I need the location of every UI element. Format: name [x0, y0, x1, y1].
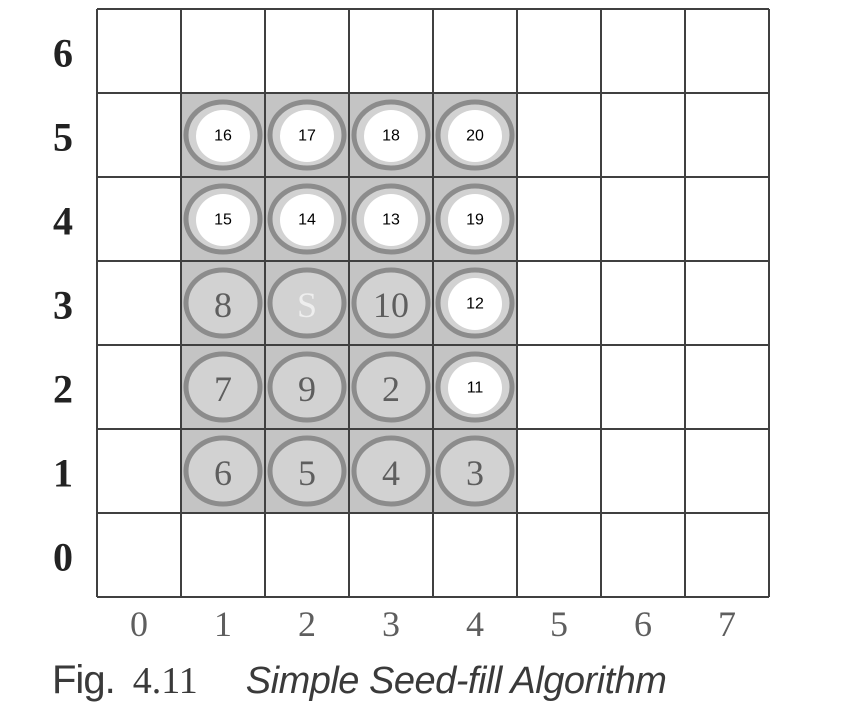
overlay-patch: [448, 110, 502, 162]
cell-marker: 16: [183, 99, 263, 171]
y-tick-label: 2: [53, 367, 73, 412]
order-label: 4: [382, 453, 400, 493]
x-tick-label: 0: [130, 604, 148, 644]
order-label: 16: [214, 128, 232, 145]
x-tick-label: 3: [382, 604, 400, 644]
y-tick-label: 3: [53, 283, 73, 328]
cell-circle: [183, 435, 263, 507]
overlay-patch: [280, 110, 334, 162]
order-label: 2: [382, 369, 400, 409]
overlay-patch: [364, 110, 418, 162]
cell-marker: 8: [183, 267, 263, 339]
order-label: 18: [382, 128, 400, 145]
x-tick-label: 7: [718, 604, 736, 644]
x-tick-label: 5: [550, 604, 568, 644]
cell-marker: 2: [351, 351, 431, 423]
overlay-patch: [196, 194, 250, 246]
y-tick-label: 4: [53, 199, 73, 244]
cell-markers: 6 5 4 3 7 9 2 11 8 S 10 12 15 14 13 19 16 17 18 20: [183, 99, 515, 507]
cell-marker: 18: [351, 99, 431, 171]
seed-label: S: [297, 285, 317, 325]
order-label: 9: [298, 369, 316, 409]
cell-marker: 9: [267, 351, 347, 423]
caption-prefix: Fig.: [52, 658, 116, 702]
order-label: 3: [466, 453, 484, 493]
cell-circle: [351, 267, 431, 339]
order-label: 17: [298, 128, 316, 145]
cell-marker: 14: [267, 183, 347, 255]
cell-marker: 19: [435, 183, 515, 255]
order-label: 15: [214, 212, 232, 229]
order-label: 13: [382, 212, 400, 229]
order-label: 14: [298, 212, 316, 229]
cell-circle: [351, 435, 431, 507]
order-label: 20: [466, 128, 484, 145]
cell-marker: 6: [183, 435, 263, 507]
cell-marker: 12: [435, 267, 515, 339]
x-tick-label: 2: [298, 604, 316, 644]
y-tick-label: 5: [53, 115, 73, 160]
cell-marker: 7: [183, 351, 263, 423]
x-tick-label: 6: [634, 604, 652, 644]
overlay-patch: [448, 362, 502, 414]
cell-marker: 17: [267, 99, 347, 171]
cell-marker: 15: [183, 183, 263, 255]
order-label: 8: [214, 285, 232, 325]
cell-marker: 10: [351, 267, 431, 339]
cell-circle: [435, 435, 515, 507]
grid-lines: [96, 8, 770, 598]
overlay-patch: [364, 194, 418, 246]
y-tick-label: 0: [53, 535, 73, 580]
y-tick-label: 1: [53, 451, 73, 496]
cell-circle: [351, 351, 431, 423]
x-tick-label: 1: [214, 604, 232, 644]
cell-circle: [183, 351, 263, 423]
caption-number: 4.11: [132, 660, 198, 702]
order-label: 5: [298, 453, 316, 493]
cell-marker: 4: [351, 435, 431, 507]
cell-marker: 13: [351, 183, 431, 255]
overlay-patch: [280, 194, 334, 246]
order-label: 6: [214, 453, 232, 493]
cell-marker: 11: [435, 351, 515, 423]
x-tick-label: 4: [466, 604, 484, 644]
caption-title: Simple Seed-fill Algorithm: [245, 660, 667, 702]
overlay-patch: [448, 278, 502, 330]
overlay-patch: [448, 194, 502, 246]
cell-marker: 3: [435, 435, 515, 507]
order-label: 19: [466, 212, 484, 229]
cell-marker: 5: [267, 435, 347, 507]
cell-circle: [267, 435, 347, 507]
order-label: 7: [214, 369, 232, 409]
order-label: 11: [467, 380, 484, 397]
order-label: 12: [466, 296, 484, 313]
cell-circle: [267, 351, 347, 423]
figure-caption: Fig. 4.11 Simple Seed-fill Algorithm: [52, 658, 667, 708]
cell-circle: [267, 267, 347, 339]
cell-circle: [183, 267, 263, 339]
cell-marker: 20: [435, 99, 515, 171]
y-tick-label: 6: [53, 31, 73, 76]
overlay-patch: [196, 110, 250, 162]
cell-marker: S: [267, 267, 347, 339]
order-label: 10: [373, 285, 409, 325]
